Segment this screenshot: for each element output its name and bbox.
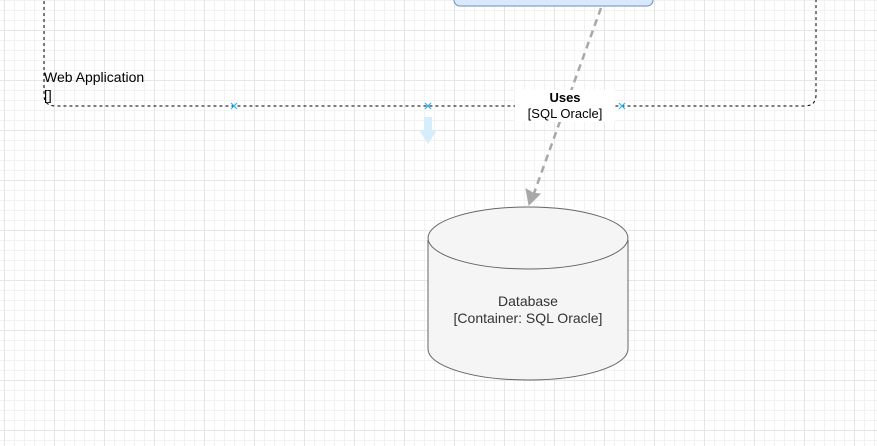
connection-handle[interactable] [424, 102, 432, 110]
database-name: Database [498, 293, 558, 309]
upper-container-box[interactable] [453, 0, 654, 7]
edge-arrowhead [525, 188, 542, 207]
database-cylinder[interactable] [427, 206, 629, 381]
relationship-label[interactable]: Uses [SQL Oracle] [515, 90, 615, 122]
relationship-name: Uses [549, 90, 581, 105]
database-type: [Container: SQL Oracle] [453, 310, 603, 326]
connection-handle[interactable] [618, 102, 626, 110]
database-label: Database [Container: SQL Oracle] [428, 293, 628, 327]
web-application-boundary[interactable] [43, 0, 817, 107]
connection-handle[interactable] [230, 102, 238, 110]
relationship-technology: [SQL Oracle] [527, 106, 603, 121]
add-connection-arrow[interactable] [419, 117, 437, 144]
boundary-title: Web Application [44, 69, 145, 85]
boundary-technology: [] [44, 87, 52, 103]
